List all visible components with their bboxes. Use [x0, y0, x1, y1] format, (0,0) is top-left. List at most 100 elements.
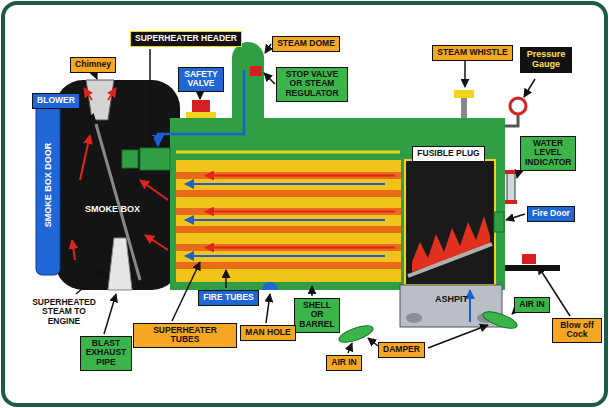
- part-name: MAN HOLE: [245, 328, 291, 337]
- superheater-tube: [185, 183, 385, 185]
- part-name: STEAM DOME: [277, 39, 335, 48]
- part-name: BLOWER: [37, 96, 75, 105]
- part-label: MAN HOLE: [240, 325, 296, 341]
- part-name: SUPERHEATER HEADER: [135, 34, 237, 43]
- superheater-header: [122, 150, 138, 168]
- part-label: STOP VALVE OR STEAM REGULATOR: [276, 67, 348, 102]
- water-gauge-cock: [505, 170, 517, 174]
- part-name: WATER LEVEL INDICATOR: [525, 139, 571, 167]
- leader-line: [94, 72, 97, 79]
- smoke-box-door: [36, 95, 60, 275]
- part-name: SHELL OR BARREL: [299, 301, 335, 329]
- part-label: AIR IN: [514, 297, 550, 313]
- part-name: BLAST EXHAUST PIPE: [85, 339, 127, 367]
- superheater-tube: [185, 255, 385, 257]
- ash: [406, 313, 422, 323]
- part-name: SUPERHEATER TUBES: [138, 326, 232, 345]
- fire-tube: [176, 226, 401, 233]
- fire-door: [494, 212, 504, 232]
- part-name: STOP VALVE OR STEAM REGULATOR: [281, 70, 343, 98]
- part-label: Fire Door: [527, 206, 575, 222]
- part-name: AIR IN: [331, 358, 357, 367]
- part-name: Fire Door: [532, 209, 570, 218]
- fire: [412, 216, 490, 272]
- part-name: Chimney: [75, 60, 111, 69]
- steam-regulator: [250, 66, 262, 76]
- leader-line: [82, 108, 96, 122]
- part-label: Pressure Gauge: [520, 47, 572, 73]
- blow-off-pipe: [505, 265, 560, 271]
- leader-line: [506, 214, 525, 220]
- part-label: SHELL OR BARREL: [294, 298, 340, 333]
- part-label: BLOWER: [32, 93, 80, 109]
- firebox: [405, 160, 495, 285]
- fire-tube: [176, 244, 401, 251]
- shell: [170, 118, 505, 290]
- smoke-arrow: [80, 135, 90, 180]
- part-name: STEAM WHISTLE: [437, 48, 508, 57]
- man-hole: [262, 282, 278, 290]
- part-name: SAFETY VALVE: [183, 70, 219, 89]
- leader-line: [172, 262, 200, 321]
- smoke-arrow: [108, 88, 116, 100]
- door-label: SMOKE BOX DOOR: [43, 142, 53, 227]
- smoke-arrow: [72, 240, 75, 260]
- water-gauge: [507, 172, 515, 202]
- part-label: SMOKE BOX: [84, 205, 140, 215]
- frame: [3, 3, 606, 405]
- damper: [337, 322, 375, 346]
- superheater-header: [140, 148, 170, 170]
- blow-off-cock: [522, 254, 536, 264]
- part-label: ASHPIT: [434, 295, 468, 305]
- smoke-arrow: [84, 88, 92, 100]
- safety-valve-base: [186, 112, 216, 118]
- leader-line: [265, 44, 271, 53]
- steam-pipe: [158, 70, 244, 146]
- steam-whistle: [454, 90, 474, 98]
- safety-valve: [192, 100, 210, 112]
- leader-line: [76, 270, 104, 294]
- gauge-pipe: [505, 114, 518, 126]
- leader-lines: [76, 44, 570, 353]
- shell-outline: [176, 151, 400, 154]
- leader-line: [464, 60, 466, 87]
- leader-line: [225, 270, 227, 288]
- part-label: WATER LEVEL INDICATOR: [520, 136, 576, 171]
- part-name: Blow off Cock: [557, 321, 597, 340]
- pressure-gauge: [510, 98, 526, 114]
- part-label: STEAM WHISTLE: [432, 45, 513, 61]
- leader-line: [311, 286, 313, 296]
- fire-tube: [176, 190, 401, 197]
- superheater-tube: [185, 219, 385, 221]
- part-label: AIR IN: [326, 355, 362, 371]
- leader-line: [368, 338, 378, 346]
- gas-flow-arrow: [205, 175, 395, 177]
- leader-line: [428, 325, 488, 348]
- fire-tube: [176, 172, 401, 179]
- chimney: [86, 80, 114, 120]
- whistle-stem: [461, 98, 467, 118]
- leader-line: [104, 294, 116, 334]
- part-label: Chimney: [70, 57, 116, 73]
- part-name: AIR IN: [519, 300, 545, 309]
- grate: [408, 244, 492, 276]
- part-label: STEAM DOME: [272, 36, 340, 52]
- fire-tube: [176, 208, 401, 215]
- blast-pipe: [108, 238, 132, 290]
- part-label: DAMPER: [378, 342, 425, 358]
- part-name: FUSIBLE PLUG: [417, 149, 480, 158]
- leader-line: [264, 73, 275, 84]
- air-flow-arrow: [469, 290, 471, 322]
- part-label: SAFETY VALVE: [178, 67, 224, 92]
- smoke-box: [55, 80, 180, 290]
- fire-tube: [176, 262, 401, 269]
- part-name: Pressure Gauge: [525, 50, 567, 70]
- leader-line: [517, 170, 519, 178]
- part-label: FUSIBLE PLUG: [412, 146, 485, 162]
- leader-line: [524, 79, 535, 97]
- part-label: BLAST EXHAUST PIPE: [80, 336, 132, 371]
- part-name: DAMPER: [383, 345, 420, 354]
- leader-line: [149, 49, 151, 144]
- leader-line: [266, 294, 270, 323]
